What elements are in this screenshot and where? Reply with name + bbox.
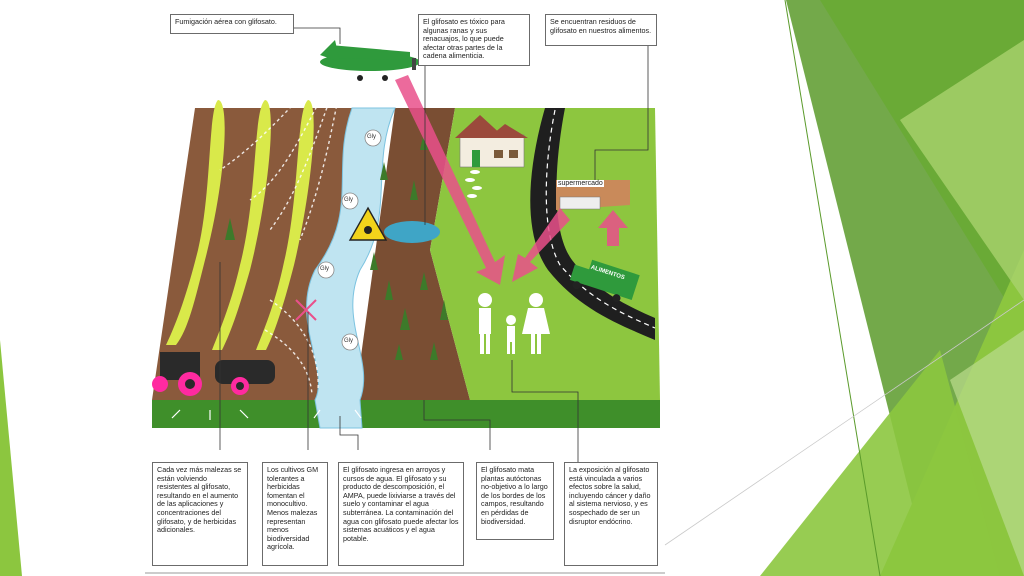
supermarket-label: supermercado xyxy=(557,180,604,187)
decor-shape-4 xyxy=(900,40,1024,300)
exposure-arrows xyxy=(395,75,628,285)
crop-row-3 xyxy=(256,100,314,350)
crop-row-1 xyxy=(166,100,225,345)
callout-health-exposure: La exposición al glifosato está vinculad… xyxy=(564,462,658,566)
decor-line-1 xyxy=(784,0,881,576)
glyphosate-illustration xyxy=(145,27,665,574)
spray-lines xyxy=(219,74,341,396)
callout-native-plants: El glifosato mata plantas autóctonas no-… xyxy=(476,462,554,540)
crop-row-2 xyxy=(212,100,271,350)
supermarket-building xyxy=(556,180,630,210)
decor-line-2 xyxy=(664,299,1024,546)
callout-food-residues: Se encuentran residuos de glifosato en n… xyxy=(545,14,657,46)
callout-leaders xyxy=(219,27,649,465)
decor-left-shape xyxy=(0,340,22,576)
runoff-arrows xyxy=(171,409,362,420)
river xyxy=(306,107,396,429)
decor-shape-5 xyxy=(760,350,1000,576)
family-figures xyxy=(478,293,550,354)
path-stones xyxy=(465,170,482,198)
gly-label-3: Gly xyxy=(320,266,329,272)
gly-markers xyxy=(317,129,382,351)
farm-house xyxy=(455,115,528,168)
callout-aerial-spraying: Fumigación aérea con glifosato. xyxy=(170,14,294,34)
crop-rows xyxy=(166,100,314,350)
toxic-hazard-sign xyxy=(348,206,388,241)
gly-label-1: Gly xyxy=(367,134,376,140)
crop-duster-plane xyxy=(320,40,420,81)
tractor xyxy=(152,352,275,396)
callout-toxic-frogs: El glifosato es tóxico para algunas rana… xyxy=(418,14,530,66)
callout-water-contamination: El glifosato ingresa en arroyos y cursos… xyxy=(338,462,464,566)
gly-label-4: Gly xyxy=(344,338,353,344)
food-truck xyxy=(569,259,640,303)
road-centerline xyxy=(545,109,656,329)
road xyxy=(530,108,655,340)
decor-shape-6 xyxy=(950,330,1024,576)
callout-resistant-weeds: Cada vez más malezas se están volviendo … xyxy=(152,462,248,566)
weed-killed-mark xyxy=(295,299,317,321)
ground-front-edge xyxy=(152,400,660,428)
native-plants xyxy=(225,132,448,360)
callout-gm-crops: Los cultivos GM tolerantes a herbicidas … xyxy=(262,462,328,566)
gly-label-2: Gly xyxy=(344,197,353,203)
riverbank-soil xyxy=(355,108,470,400)
slide-decoration-left xyxy=(0,340,22,576)
frog-pond xyxy=(384,221,440,243)
